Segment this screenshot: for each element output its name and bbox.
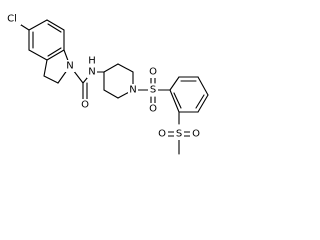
bond-pip-5 bbox=[103, 89, 119, 99]
bond-aryl-4-inner bbox=[195, 94, 205, 109]
atom-methylsulfonyl-oxygen-left: O bbox=[158, 129, 166, 140]
atom-labels: Cl N O H N N S O O S O O bbox=[4, 13, 202, 140]
atom-methylsulfonyl-oxygen-right: O bbox=[192, 129, 200, 140]
bond-benzene-4 bbox=[46, 49, 65, 61]
bond-benzene-5 bbox=[28, 49, 48, 61]
atom-sulfonyl-sulfur: S bbox=[150, 85, 156, 96]
bond-aryl-1 bbox=[169, 76, 180, 91]
bond-aryl-6-inner bbox=[173, 92, 182, 109]
atom-sulfonyl-oxygen-top: O bbox=[149, 67, 157, 78]
bond-benzene-2-inner bbox=[47, 23, 62, 33]
bond-aryl-6 bbox=[169, 89, 180, 113]
atom-amide-nitrogen: N bbox=[88, 67, 95, 78]
bond-benzene-2 bbox=[46, 19, 65, 31]
atom-sulfonyl-oxygen-bottom: O bbox=[149, 104, 157, 115]
atom-indoline-nitrogen: N bbox=[66, 61, 73, 72]
atom-piperidine-nitrogen: N bbox=[129, 85, 136, 96]
bond-pip-1 bbox=[103, 63, 119, 73]
bond-benzene-4-inner bbox=[47, 47, 62, 57]
bond-pip-2 bbox=[117, 63, 134, 73]
bond-aryl-4 bbox=[197, 94, 209, 113]
atom-methylsulfonyl-sulfur: S bbox=[176, 129, 182, 140]
bond-benzene-1 bbox=[28, 19, 48, 31]
bond-c3-c3a bbox=[43, 59, 48, 77]
bond-c2-c3 bbox=[43, 75, 59, 84]
chemical-structure-diagram: Cl N O H N N S O O S O O bbox=[4, 13, 209, 155]
atom-chlorine: Cl bbox=[7, 14, 17, 25]
atom-amide-hydrogen: H bbox=[88, 56, 96, 67]
bond-aryl-3 bbox=[197, 76, 209, 96]
atom-carbonyl-oxygen: O bbox=[81, 100, 89, 111]
